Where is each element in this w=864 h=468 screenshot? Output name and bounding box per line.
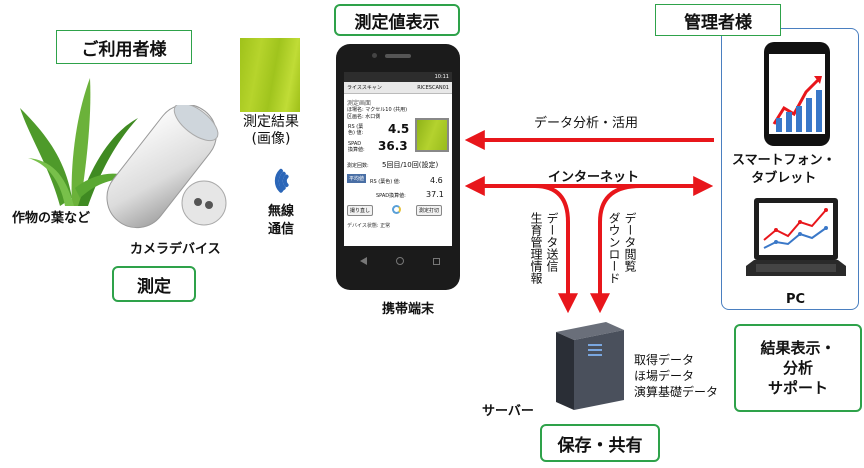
spad-value: 36.3	[378, 139, 408, 153]
download-arrow	[590, 184, 641, 314]
screen-section: 測定画面	[347, 100, 372, 107]
app-title: ライススキャン	[347, 85, 382, 91]
users-title: ご利用者様	[56, 30, 192, 64]
display-title: 測定値表示	[334, 4, 460, 36]
result-image	[240, 38, 300, 112]
results-box: 結果表示・ 分析 サポート	[734, 324, 862, 412]
analysis-label: データ分析・活用	[534, 116, 639, 131]
status-time: 10:11	[434, 74, 449, 80]
measure-box: 測定	[112, 266, 196, 302]
rs-value: 4.5	[388, 122, 410, 136]
count-value: 5回目/10回(設定)	[382, 161, 439, 169]
download-label: データ閲覧 ダウンロード	[606, 212, 638, 284]
admin-title: 管理者様	[655, 4, 781, 36]
app-bar: ライススキャン RICESCAN01	[344, 82, 452, 94]
status-bar: 10:11	[344, 72, 452, 82]
rs-label: RS (葉 色) 値:	[348, 124, 363, 136]
download-label-line2: ダウンロード	[607, 212, 621, 284]
rs-label-line1: RS (葉	[348, 124, 364, 130]
phone-speaker	[385, 54, 411, 58]
retry-button[interactable]: 撮り直し	[347, 205, 374, 216]
upload-arrow	[534, 184, 578, 314]
wireless-label: 無線 通信	[268, 203, 294, 239]
device-id: RICESCAN01	[417, 84, 449, 91]
device-status: デバイス状態: 正常	[347, 223, 391, 229]
download-label-line1: データ閲覧	[623, 212, 637, 272]
rs-label-line2: 色) 値:	[348, 130, 364, 136]
wireless-icon	[274, 168, 289, 193]
spinner-icon	[392, 205, 401, 214]
screen-leaf-thumbnail	[415, 118, 449, 152]
mobile-label: 携帯端末	[382, 302, 435, 317]
phone-nav-buttons	[360, 256, 440, 266]
admin-panel	[721, 28, 859, 310]
phone-screen: 10:11 ライススキャン RICESCAN01 測定画面 ほ場名: マクセル1…	[344, 72, 452, 246]
server-label: サーバー	[482, 404, 534, 419]
leaf-label: 作物の葉など	[12, 211, 91, 226]
back-icon	[360, 257, 367, 265]
smartphone-label-line1: スマートフォン・	[732, 153, 836, 168]
upload-label: データ送信 生育管理情報	[528, 212, 560, 284]
internet-label: インターネット	[548, 170, 640, 185]
server-data-acquired: 取得データ	[634, 353, 695, 367]
results-line1: 結果表示・	[760, 339, 836, 357]
camera-label: カメラデバイス	[130, 242, 221, 257]
avg-badge: 平均値	[347, 174, 367, 183]
spad-label: SPAD 換算値:	[348, 141, 365, 153]
server-icon	[556, 322, 624, 410]
server-data-list: 取得データ ほ場データ 演算基礎データ	[634, 352, 718, 400]
server-data-field: ほ場データ	[634, 369, 695, 383]
results-line2: 分析	[782, 359, 813, 377]
pc-icon	[746, 198, 846, 276]
wireless-label-line1: 無線	[268, 204, 295, 219]
recent-icon	[433, 257, 440, 265]
upload-label-line1: データ送信	[545, 212, 559, 272]
smartphone-icon	[764, 42, 830, 146]
spad-label-line1: SPAD	[348, 141, 362, 147]
avg-rs-value: 4.6	[430, 176, 443, 185]
wireless-label-line2: 通信	[268, 222, 295, 237]
phone-camera	[372, 53, 377, 58]
avg-rs-label: RS (葉色) 値:	[370, 179, 401, 185]
avg-spad-label: SPAD換算値:	[376, 193, 406, 199]
spad-label-line2: 換算値:	[348, 147, 365, 153]
server-data-calc: 演算基礎データ	[634, 385, 719, 399]
result-image-label-line2: (画像)	[251, 131, 291, 147]
avg-spad-value: 37.1	[426, 190, 444, 199]
result-image-label-line1: 測定結果	[243, 114, 299, 130]
smartphone-label: スマートフォン・ タブレット	[732, 152, 836, 188]
storage-box: 保存・共有	[540, 424, 660, 462]
pc-label: PC	[786, 292, 806, 307]
results-line3: サポート	[767, 379, 828, 397]
stop-button[interactable]: 測定打切	[416, 205, 443, 216]
result-image-label: 測定結果 (画像)	[240, 114, 302, 148]
home-icon	[396, 257, 404, 265]
screen-area: 区画名: 水口側	[347, 114, 381, 120]
smartphone-label-line2: タブレット	[751, 171, 817, 186]
upload-label-line2: 生育管理情報	[529, 212, 543, 284]
leaf-icon	[20, 78, 138, 206]
count-label: 測定回数:	[347, 163, 369, 169]
screen-field: ほ場名: マクセル10 (共用)	[347, 107, 408, 113]
camera-device-icon	[106, 105, 227, 229]
